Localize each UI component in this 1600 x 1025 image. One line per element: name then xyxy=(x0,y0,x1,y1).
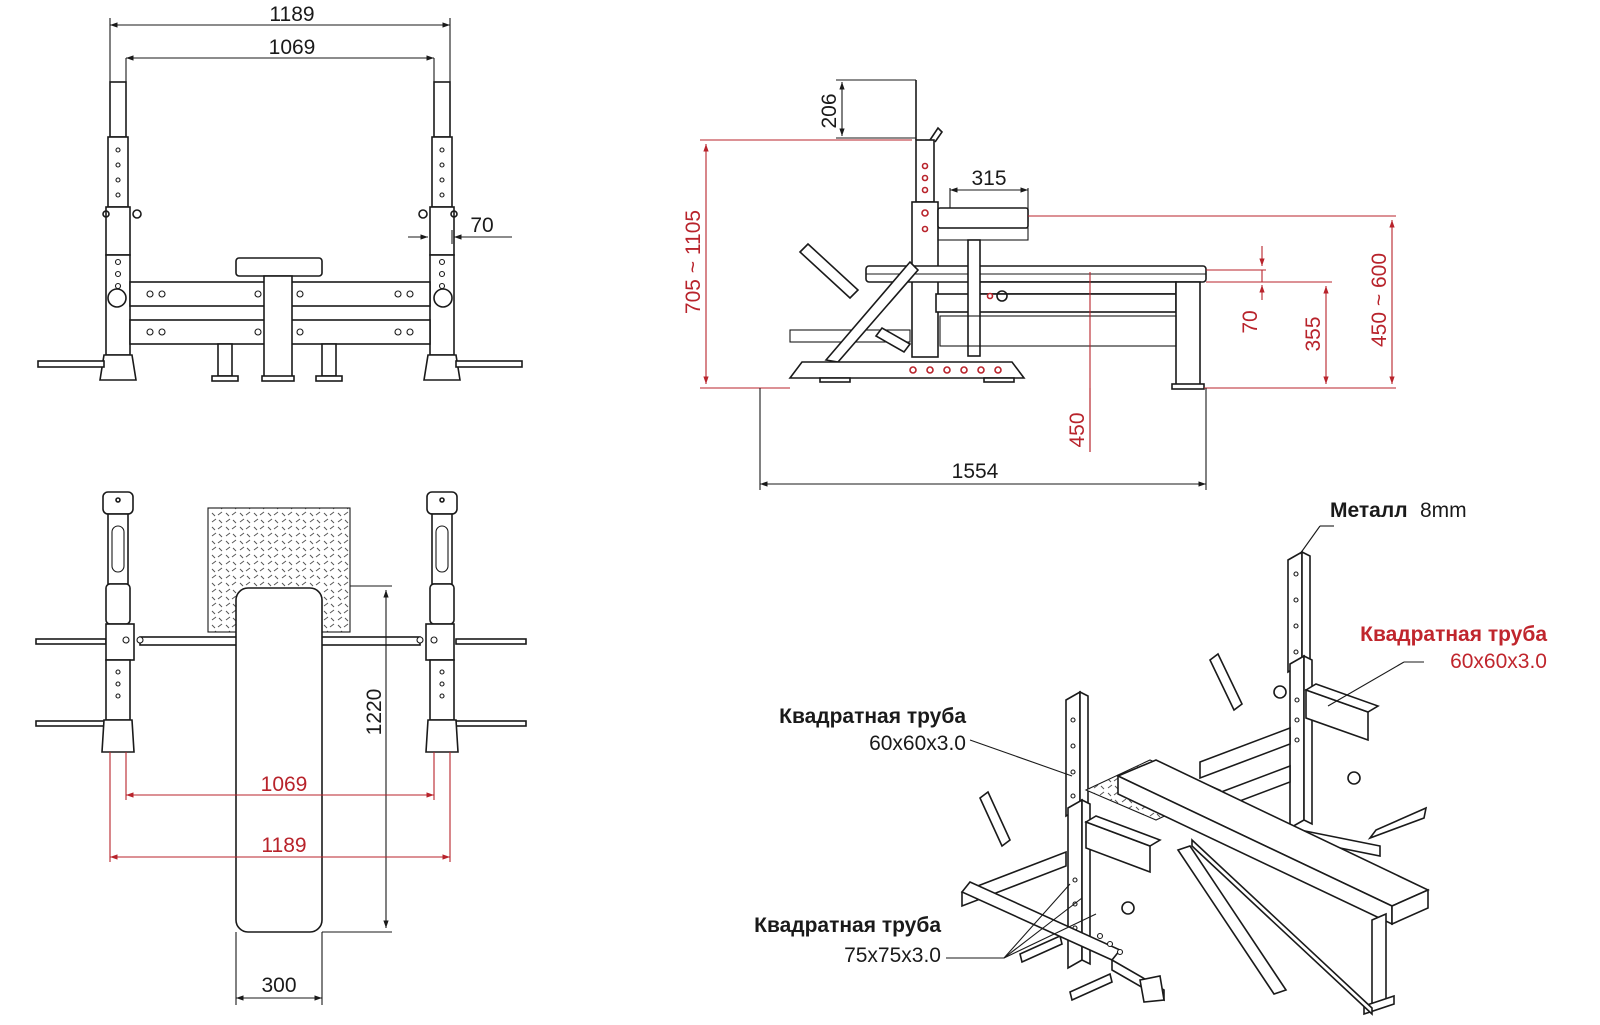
side-dim-pad-thickness: 70 xyxy=(1239,310,1262,333)
side-dim-spotter-height: 450 ~ 600 xyxy=(1368,253,1391,347)
iso-label-metal-value: 8mm xyxy=(1420,499,1467,522)
top-dim-inner-width: 1069 xyxy=(261,773,308,796)
front-view: 1189 1069 70 xyxy=(37,3,523,382)
iso-label-tube-bottom-size: 75x75x3.0 xyxy=(844,944,941,967)
top-dim-outer-width: 1189 xyxy=(261,834,306,857)
side-dim-hook-height: 206 xyxy=(818,93,841,128)
front-dim-inner-width: 1069 xyxy=(269,36,316,59)
front-dim-hook: 70 xyxy=(470,214,493,237)
iso-label-metal: Металл xyxy=(1330,499,1408,522)
side-view: 206 315 xyxy=(682,79,1396,490)
side-dim-bench-height: 355 xyxy=(1302,316,1325,351)
top-dim-pad-width: 300 xyxy=(261,974,296,997)
top-dim-length: 1220 xyxy=(363,689,386,736)
iso-label-tube-left-title: Квадратная труба xyxy=(779,705,966,728)
side-dim-spotter-depth: 315 xyxy=(971,167,1006,190)
iso-label-tube-red-size: 60x60x3.0 xyxy=(1450,650,1547,673)
front-dim-outer-width: 1189 xyxy=(269,3,314,26)
side-dim-length: 1554 xyxy=(952,460,999,483)
iso-label-tube-bottom-title: Квадратная труба xyxy=(754,914,941,937)
top-view: 1220 1069 1189 300 xyxy=(35,491,527,1005)
iso-label-tube-left-size: 60x60x3.0 xyxy=(869,732,966,755)
side-dim-total-height: 705 ~ 1105 xyxy=(682,210,705,314)
isometric-view: Металл 8mm Квадратная труба 60x60x3.0 Кв… xyxy=(754,499,1547,1016)
iso-label-tube-red-title: Квадратная труба xyxy=(1360,623,1547,646)
side-dim-base-height: 450 xyxy=(1066,412,1089,447)
